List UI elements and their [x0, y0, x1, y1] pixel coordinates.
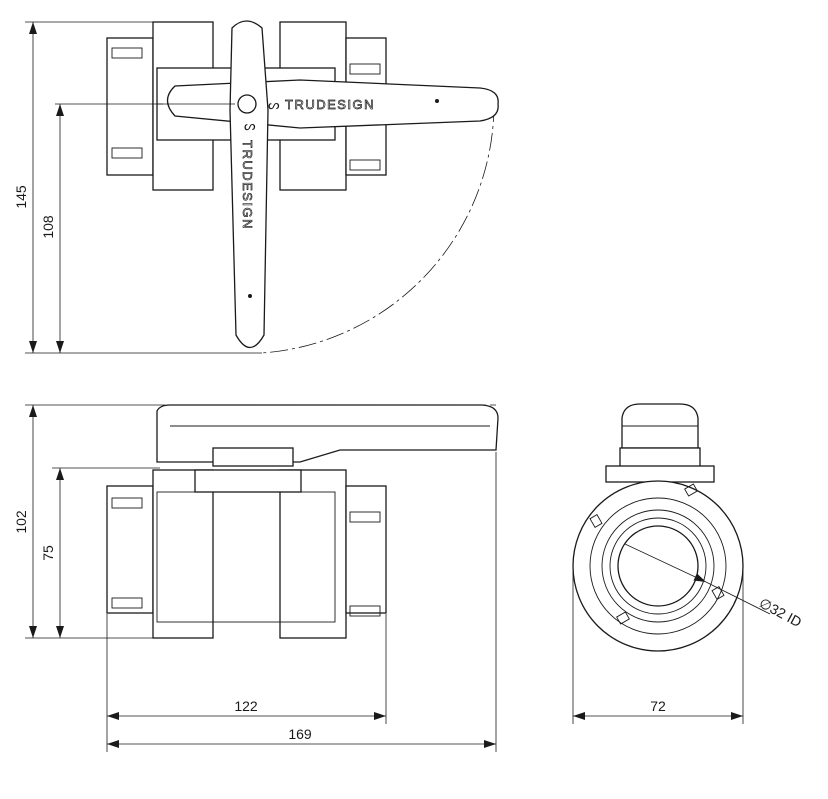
- handle-side: [156, 404, 499, 463]
- union-ring: [589, 497, 727, 635]
- seat-ring-inner: [609, 517, 707, 615]
- brand-text-vertical: TRUDESIGN: [240, 140, 255, 230]
- brand-text-horizontal: TRUDESIGN: [285, 97, 375, 112]
- outer-body-circle: [572, 480, 744, 652]
- lug-bottom-left: [111, 597, 143, 609]
- center-body: [156, 491, 336, 623]
- bore-leader-tail: [705, 581, 771, 615]
- lug-bottom-right: [349, 159, 381, 171]
- top-view: ᔕ ᔕ TRUDESIGN TRUDESIGN 145 108: [13, 20, 499, 354]
- seat-ring-outer: [601, 509, 715, 623]
- stem: [212, 447, 294, 467]
- handle-sweep-arc: [261, 103, 495, 354]
- end-view: ∅32 ID 72: [572, 403, 805, 724]
- ring-lug: [711, 586, 725, 600]
- left-end-cap: [106, 37, 154, 176]
- dimension-label-169: 169: [288, 726, 312, 742]
- lug-top-right: [349, 63, 381, 75]
- left-end-cap: [106, 485, 154, 614]
- stem-hole: [237, 94, 257, 114]
- lug-top-left: [111, 47, 143, 59]
- stem-collar: [619, 447, 701, 469]
- ring-lug: [589, 514, 603, 528]
- right-union-nut: [279, 469, 347, 639]
- ring-lug: [684, 483, 698, 497]
- side-view: 102 75 122 169: [13, 404, 500, 752]
- logo-swirl-icon: ᔕ: [244, 118, 256, 133]
- lug-bottom-left: [111, 147, 143, 159]
- logo-swirl-icon: ᔕ: [268, 97, 280, 112]
- dimension-label-122: 122: [234, 698, 258, 714]
- bore-value: 32 ID: [767, 600, 804, 630]
- top-flange: [605, 465, 715, 483]
- ring-lug: [616, 611, 630, 625]
- dimension-label-108: 108: [40, 215, 56, 239]
- brand-dot: [435, 99, 439, 103]
- lug-top-right: [349, 511, 381, 523]
- lug-bottom-right: [349, 605, 381, 617]
- left-union-nut: [152, 469, 214, 639]
- handle-lever-vertical: [229, 20, 269, 349]
- dimension-label-75: 75: [40, 545, 56, 561]
- right-end-cap: [345, 485, 387, 614]
- bore-circle: [617, 525, 699, 607]
- bore-leader: [624, 543, 707, 583]
- dimension-label-102: 102: [13, 510, 29, 534]
- dimension-label-72: 72: [650, 698, 666, 714]
- bore-diameter-label: ∅32 ID: [757, 595, 805, 631]
- lug-top-left: [111, 497, 143, 509]
- stem-collar: [194, 469, 302, 493]
- dimension-label-145: 145: [13, 185, 29, 209]
- brand-dot: [248, 294, 252, 298]
